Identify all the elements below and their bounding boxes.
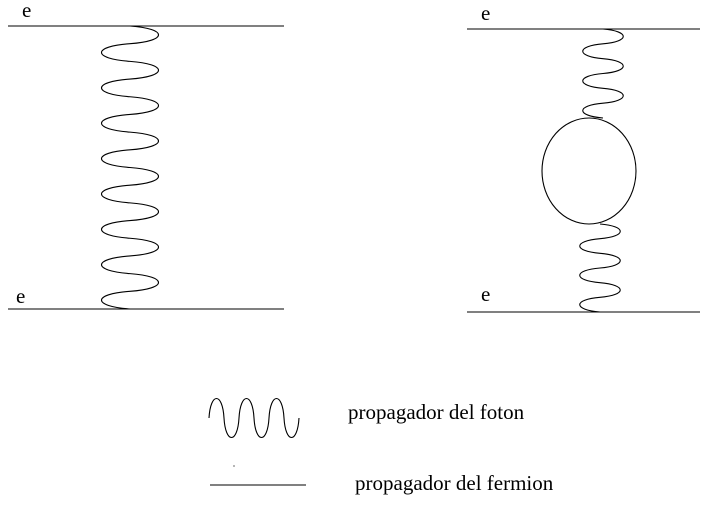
electron-label-top-right: e — [481, 1, 490, 25]
diagram-vacuum-polarization: e e — [467, 1, 700, 313]
electron-label-bottom-right: e — [481, 282, 490, 306]
legend-photon-label: propagador del foton — [348, 400, 525, 424]
legend-fermion-label: propagador del fermion — [355, 471, 554, 495]
photon-propagator-lower-right — [579, 223, 621, 313]
diagram-tree-level: e e — [8, 0, 284, 310]
electron-label-top-left: e — [22, 0, 31, 22]
photon-propagator-upper-right — [582, 28, 624, 119]
fermion-loop-circle — [541, 117, 637, 225]
legend-photon-symbol — [208, 398, 300, 438]
legend: propagador del foton propagador del ferm… — [208, 398, 554, 495]
electron-label-bottom-left: e — [16, 284, 25, 308]
photon-propagator-left — [100, 25, 160, 310]
legend-dot — [233, 465, 235, 467]
